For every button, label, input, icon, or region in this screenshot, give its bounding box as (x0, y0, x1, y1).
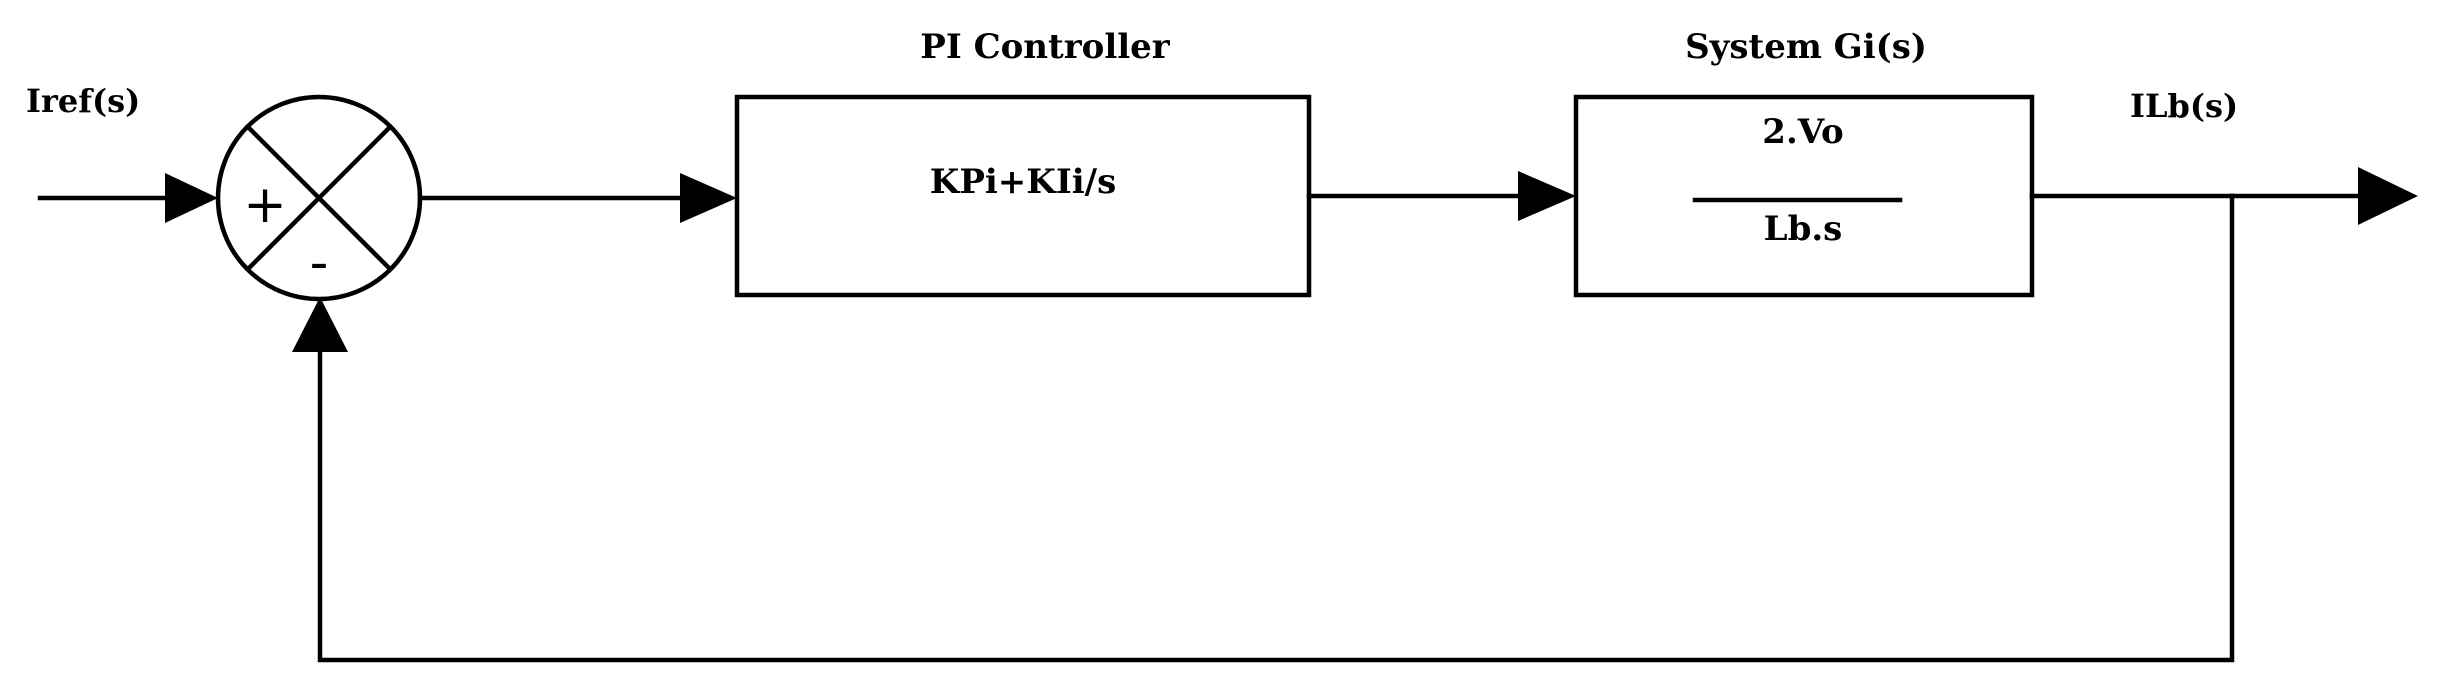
control-signal-arrowhead (1518, 171, 1576, 221)
system-title: System Gi(s) (1685, 27, 1927, 67)
pi-controller-block (734, 94, 1312, 298)
system-denominator: Lb.s (1764, 209, 1843, 249)
output-arrowhead (2358, 167, 2418, 225)
feedback-path (317, 193, 2235, 663)
input-arrowhead (165, 173, 218, 223)
summing-junction-cross-b (244, 123, 394, 273)
system-block (1573, 94, 2035, 298)
input-label: Iref(s) (26, 82, 140, 120)
output-label: ILb(s) (2130, 87, 2238, 125)
plus-sign: + (243, 175, 287, 235)
pi-controller-transfer-function: KPi+KIi/s (930, 162, 1116, 202)
feedback-arrowhead (292, 297, 348, 352)
pi-controller-title: PI Controller (920, 27, 1171, 67)
minus-sign: - (310, 233, 329, 293)
summing-junction: + - (215, 94, 423, 302)
error-signal-arrowhead (680, 173, 737, 223)
system-numerator: 2.Vo (1762, 112, 1843, 152)
